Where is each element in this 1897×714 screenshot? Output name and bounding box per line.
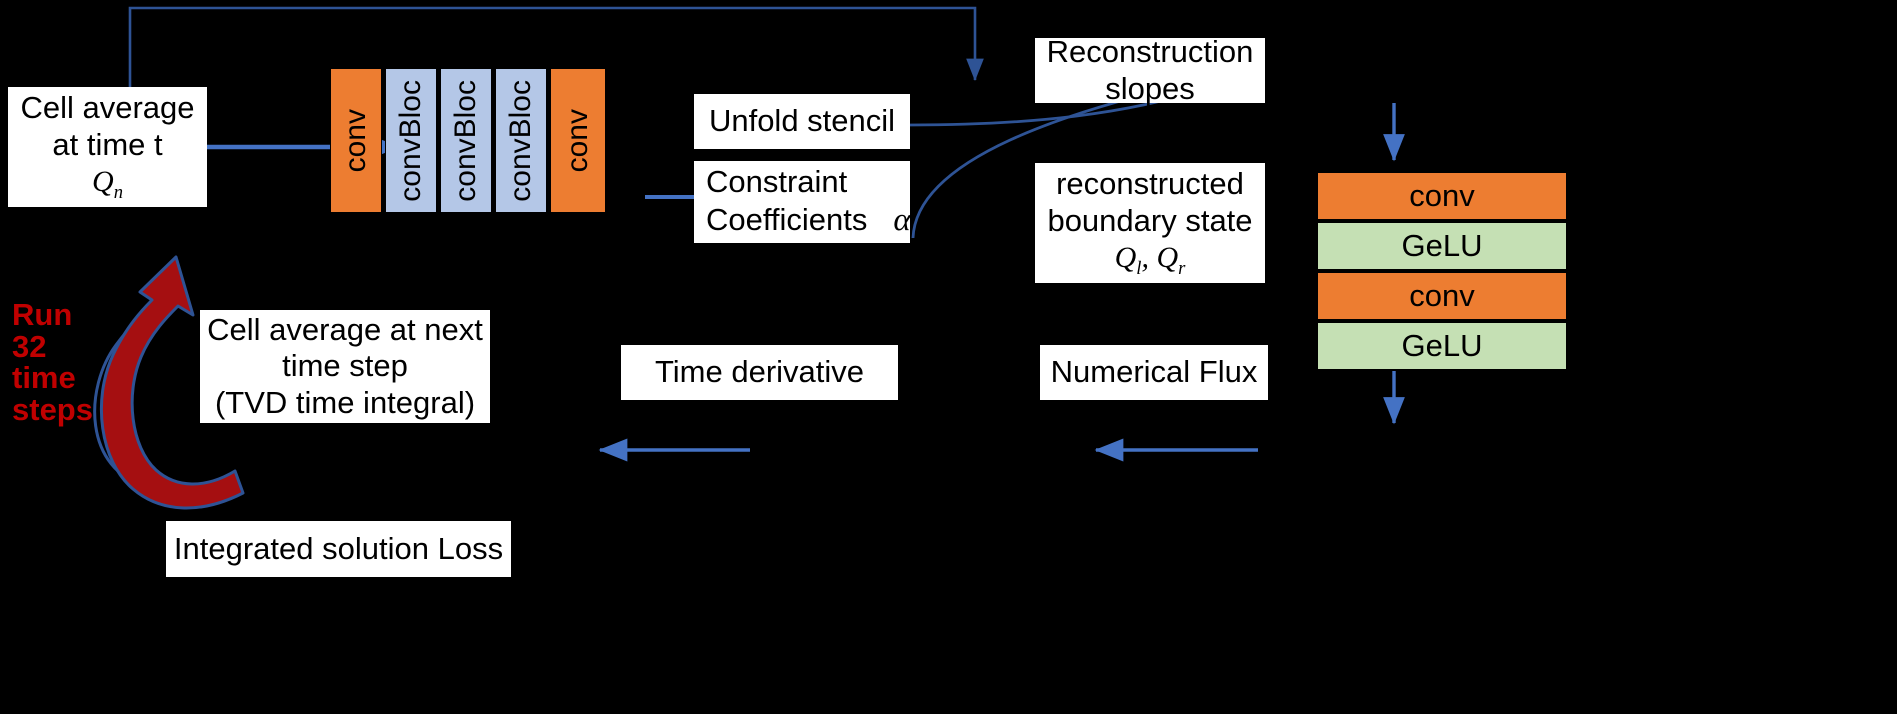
legend-row-gelu-2[interactable]: GeLU: [1316, 321, 1568, 371]
cell-average-line1: Cell average: [20, 90, 195, 126]
legend-label: conv: [1409, 178, 1475, 213]
constraint-line1: Constraint: [706, 164, 848, 200]
legend-row-conv-1[interactable]: conv: [1316, 171, 1568, 221]
loop-label-line4: steps: [12, 391, 93, 427]
boundary-state-symbols: Ql, Qr: [1114, 240, 1186, 279]
reconstruction-slopes-line1: Reconstruction: [1046, 33, 1254, 69]
network-block-conv-2[interactable]: conv: [550, 68, 606, 213]
network-block-convbloc-3[interactable]: convBloc: [495, 68, 547, 213]
box-unfold-stencil[interactable]: Unfold stencil: [694, 94, 910, 149]
box-integrated-solution-loss[interactable]: Integrated solution Loss: [166, 521, 511, 577]
time-derivative-label: Time derivative: [654, 354, 865, 390]
numerical-flux-label: Numerical Flux: [1050, 354, 1258, 390]
box-numerical-flux[interactable]: Numerical Flux: [1040, 345, 1268, 400]
constraint-line2-row: Coefficients α: [706, 201, 911, 240]
network-block-label: conv: [339, 108, 372, 173]
legend-row-conv-2[interactable]: conv: [1316, 271, 1568, 321]
box-constraint-coefficients[interactable]: Constraint Coefficients α: [694, 161, 911, 243]
next-step-line1: Cell average at next: [207, 311, 483, 347]
legend-label: conv: [1409, 278, 1475, 313]
integrated-solution-loss-label: Integrated solution Loss: [173, 530, 504, 566]
cell-average-line2: at time t: [52, 127, 163, 163]
loop-label-line1: Run: [12, 297, 73, 332]
reconstruction-slopes-line2: slopes: [1105, 70, 1195, 106]
legend-label: GeLU: [1401, 228, 1483, 263]
network-block-label: convBloc: [449, 79, 482, 202]
box-reconstruction-slopes[interactable]: Reconstruction slopes: [1035, 34, 1265, 106]
network-block-conv-1[interactable]: conv: [330, 68, 382, 213]
boundary-state-line2: boundary state: [1047, 203, 1253, 239]
network-block-label: convBloc: [394, 79, 427, 202]
box-cell-average-time-t[interactable]: Cell average at time t Qn: [8, 87, 207, 207]
next-step-line3: (TVD time integral): [214, 384, 476, 420]
constraint-line2: Coefficients: [706, 201, 868, 237]
box-time-derivative[interactable]: Time derivative: [621, 345, 898, 400]
network-block-label: convBloc: [504, 79, 537, 202]
network-block-label: conv: [561, 108, 594, 173]
legend-label: GeLU: [1401, 328, 1483, 363]
loop-label-line2: 32: [12, 328, 47, 364]
loop-label-line3: time: [12, 360, 76, 396]
boundary-state-line1: reconstructed: [1056, 166, 1244, 202]
box-cell-average-next-step[interactable]: Cell average at next time step (TVD time…: [200, 310, 490, 423]
legend-row-gelu-1[interactable]: GeLU: [1316, 221, 1568, 271]
loop-label: Run 32 time steps: [12, 299, 110, 425]
alpha-symbol: α: [893, 201, 911, 238]
network-block-convbloc-1[interactable]: convBloc: [385, 68, 437, 213]
network-block-convbloc-2[interactable]: convBloc: [440, 68, 492, 213]
next-step-line2: time step: [282, 348, 408, 384]
cell-average-symbol: Qn: [92, 164, 123, 203]
unfold-stencil-label: Unfold stencil: [708, 103, 896, 139]
box-reconstructed-boundary-state[interactable]: reconstructed boundary state Ql, Qr: [1035, 163, 1265, 283]
